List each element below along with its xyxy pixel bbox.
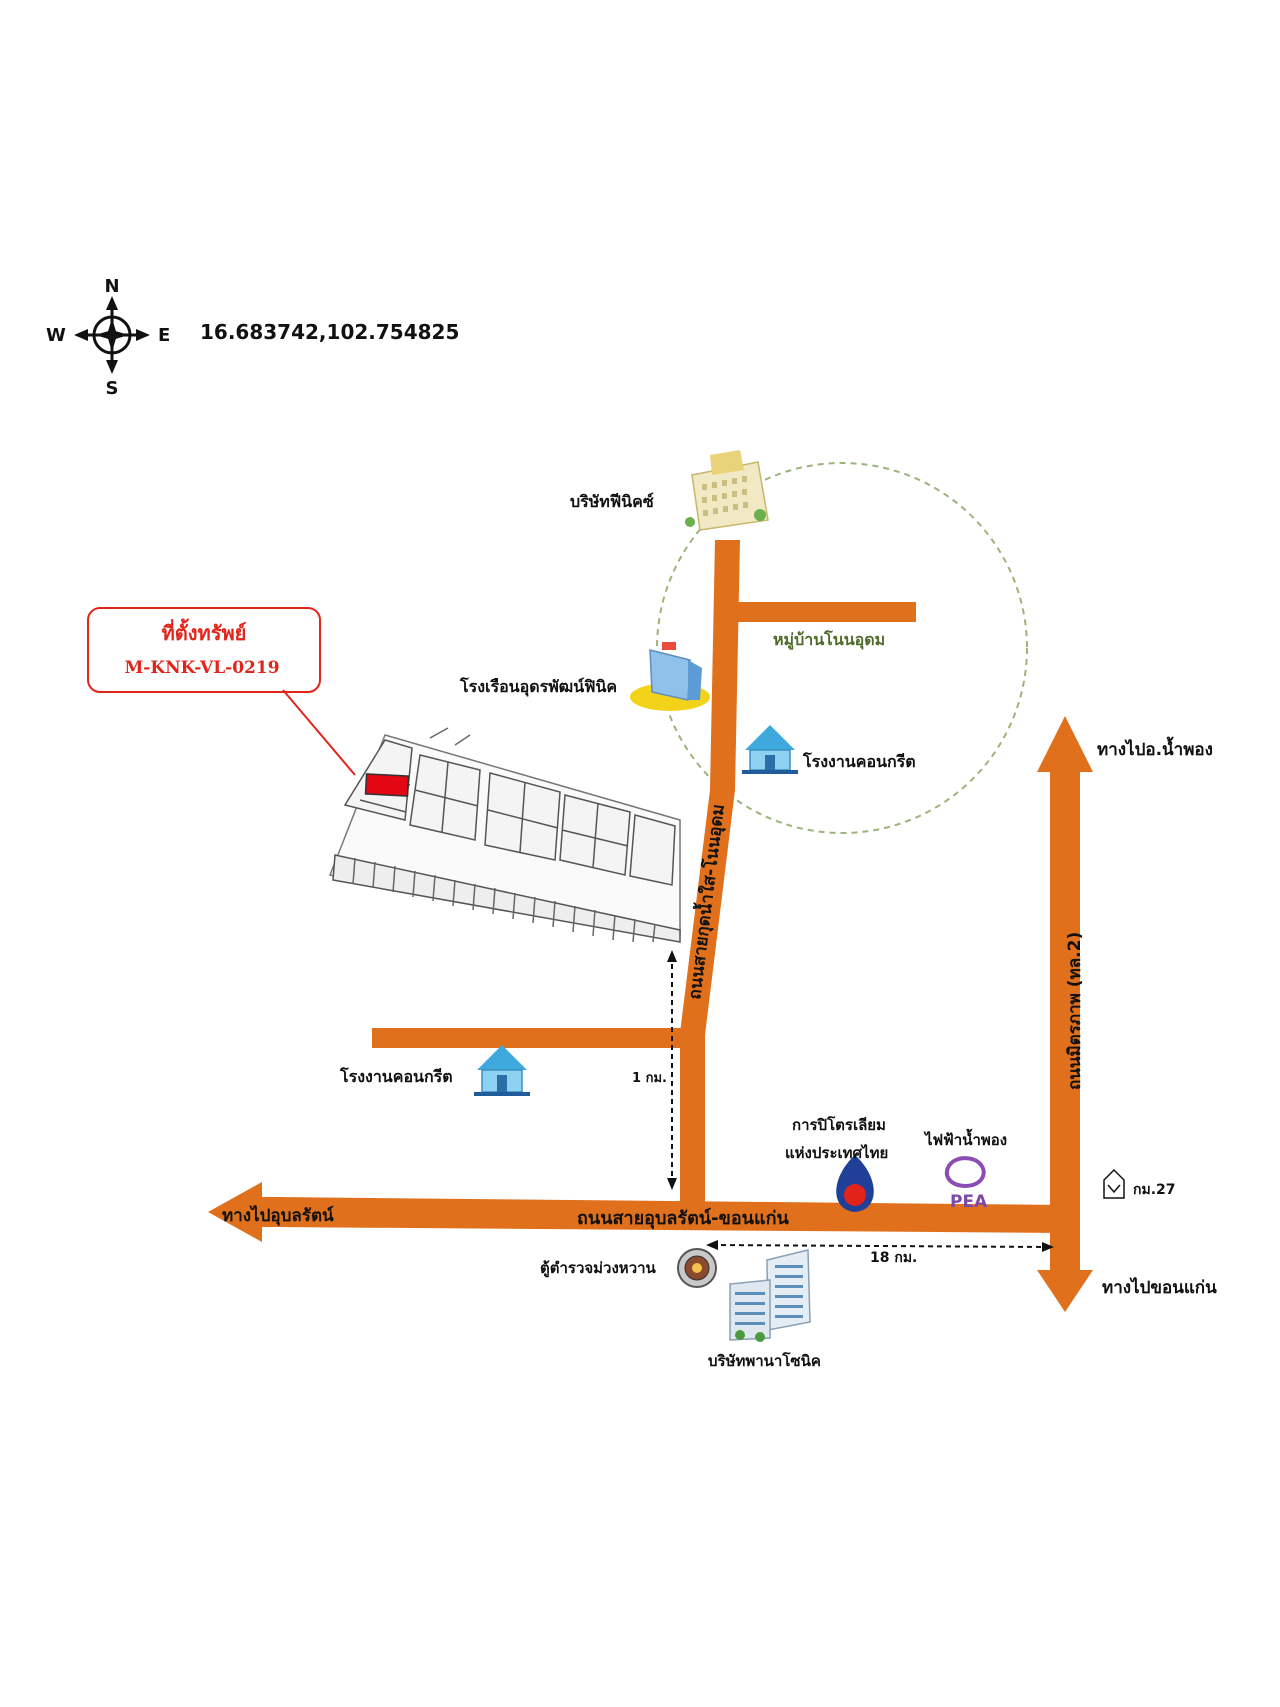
road-label-main: ถนนสายอุบลรัตน์-ขอนแก่น <box>577 1207 789 1230</box>
compass-west: W <box>46 325 66 346</box>
label-hotel: โรงเรือนอุดรพัฒน์ฟินิค <box>459 676 617 697</box>
distance-local: 1 กม. <box>632 1071 667 1086</box>
label-panasonic: บริษัทพานาโซนิค <box>708 1351 821 1370</box>
arrow-to-namphong <box>1037 716 1093 772</box>
direction-to-ubolrat: ทางไปอุบลรัตน์ <box>222 1205 334 1226</box>
road-mittraphap <box>1050 768 1080 1288</box>
factory-north-icon <box>742 725 798 774</box>
label-km-marker: กม.27 <box>1133 1182 1176 1198</box>
property-code: M-KNK-VL-0219 <box>124 658 279 678</box>
road-label-mittraphap: ถนนมิตรภาพ (ทล.2) <box>1065 932 1085 1090</box>
label-concrete-factory-south: โรงงานคอนกรีต <box>339 1066 453 1086</box>
label-phoenix-company: บริษัทฟีนิคซ์ <box>570 492 654 511</box>
police-badge-icon <box>677 1248 717 1288</box>
coordinates: 16.683742,102.754825 <box>200 320 459 344</box>
village-area-circle <box>656 462 1028 834</box>
hotel-building-icon <box>630 642 710 711</box>
compass-east: E <box>158 325 170 346</box>
compass-south: S <box>106 378 119 399</box>
property-title: ที่ตั้งทรัพย์ <box>162 618 247 645</box>
property-callout: ที่ตั้งทรัพย์ M-KNK-VL-0219 <box>87 607 356 776</box>
distance-indicators <box>667 950 1054 1252</box>
pea-logo-text: PEA <box>950 1192 988 1212</box>
pea-logo-icon: PEA <box>944 1156 988 1212</box>
subdivision-plan <box>328 727 681 943</box>
direction-to-namphong: ทางไปอ.น้ำพอง <box>1097 736 1213 760</box>
arrow-to-khonkaen <box>1037 1270 1093 1312</box>
label-police-box: ตู้ตำรวจม่วงหวาน <box>540 1259 657 1278</box>
km-marker-icon <box>1103 1168 1125 1199</box>
direction-to-khonkaen: ทางไปขอนแก่น <box>1102 1277 1217 1298</box>
label-ptt-line2: แห่งประเทศไทย <box>785 1143 888 1162</box>
road-label-vertical-local: ถนนสายกุดน้ำใส-โนนอุดม <box>681 803 729 1001</box>
label-village: หมู่บ้านโนนอุดม <box>773 629 885 651</box>
compass-rose-icon: N S E W <box>46 276 170 399</box>
arrow-to-ubolrat <box>208 1182 262 1242</box>
ptt-logo-icon <box>836 1155 874 1212</box>
roads <box>208 540 1093 1312</box>
office-building-icon <box>685 450 769 531</box>
road-village-branch <box>730 602 916 622</box>
panasonic-building-icon <box>729 1249 811 1342</box>
label-concrete-factory-north: โรงงานคอนกรีต <box>802 751 916 771</box>
factory-south-icon <box>474 1045 530 1096</box>
compass-north: N <box>104 276 119 297</box>
property-plot-highlight <box>364 773 410 797</box>
label-ptt-line1: การปิโตรเลียม <box>792 1115 886 1134</box>
road-west-branch <box>372 1028 700 1048</box>
distance-main: 18 กม. <box>870 1250 917 1266</box>
label-pea-office: ไฟฟ้าน้ำพอง <box>923 1128 1007 1149</box>
